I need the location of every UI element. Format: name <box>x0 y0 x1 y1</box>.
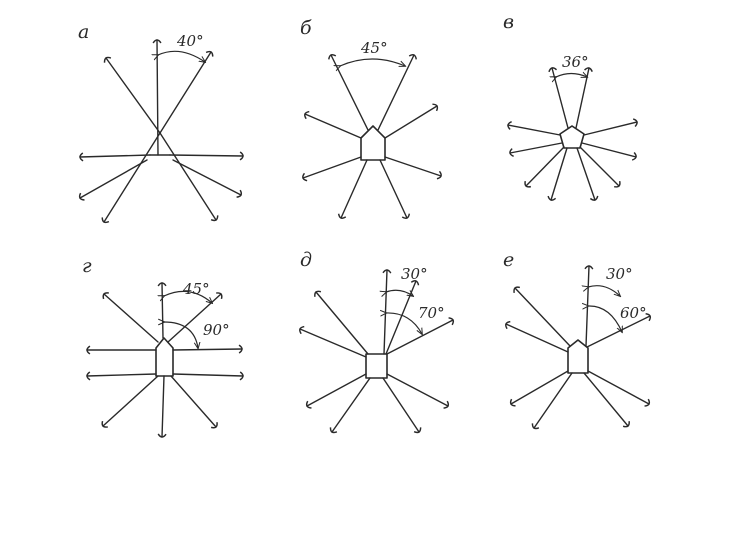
panel-b-body <box>360 125 386 161</box>
panel-f-angle-arc-1 <box>588 285 620 296</box>
panel-e-body <box>365 353 388 379</box>
panel-a-angle-arc <box>158 50 205 62</box>
panel-a-angle-label: 40° <box>176 32 204 50</box>
panel-a-letter: а <box>78 21 89 43</box>
panel-c-arms <box>507 67 638 201</box>
panel-e-angle-label-2: 70° <box>418 304 445 322</box>
panel-f-letter: е <box>503 249 514 271</box>
panel-c-body <box>559 125 585 149</box>
panel-c: в 36° <box>503 11 638 201</box>
panel-b-letter: б <box>300 17 312 39</box>
panel-e-angle-arc-1 <box>386 289 413 296</box>
panel-d: г 45° 90° <box>82 255 244 438</box>
panel-a-arms <box>78 39 244 224</box>
panel-e-arms <box>299 269 455 434</box>
panel-c-angle-label: 36° <box>562 53 589 71</box>
panel-f-angle-arc-2 <box>588 306 622 332</box>
panel-d-letter: г <box>82 255 92 277</box>
panel-d-body <box>155 337 174 377</box>
panel-e: д 30° 70° <box>299 249 455 434</box>
panel-d-arms <box>86 282 244 438</box>
panel-d-angle-arc-2 <box>164 322 198 348</box>
panel-b-arms <box>302 53 442 219</box>
panel-c-angle-arc <box>556 74 587 78</box>
panel-c-letter: в <box>503 11 514 33</box>
panel-e-angle-arc-2 <box>386 313 422 334</box>
panel-f-angle-label-2: 60° <box>620 304 647 322</box>
panel-b-angle-label: 45° <box>360 39 388 57</box>
panel-b: б 45° <box>300 17 442 219</box>
panel-e-letter: д <box>300 249 312 271</box>
panel-e-angle-label-1: 30° <box>401 265 428 283</box>
panel-b-angle-arc <box>340 58 405 66</box>
panel-f-angle-label-1: 30° <box>606 265 633 283</box>
panel-f-arms <box>505 265 652 430</box>
panel-d-angle-arc-1 <box>164 290 212 303</box>
panel-d-angle-label-2: 90° <box>203 321 230 339</box>
panel-f-body <box>567 339 589 374</box>
panel-d-angle-label-1: 45° <box>182 280 210 298</box>
panel-a: а 40° <box>78 21 244 224</box>
panel-f: е 30° 60° <box>503 249 652 430</box>
